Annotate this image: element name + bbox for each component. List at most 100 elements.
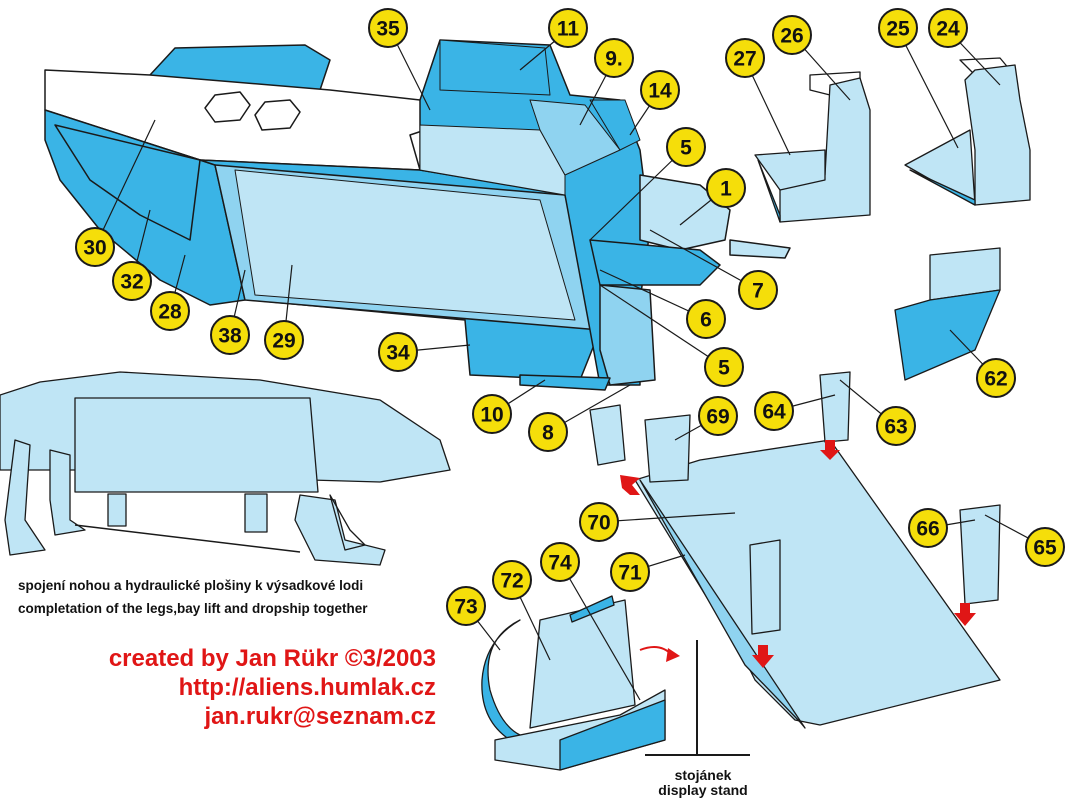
callout-number: 70: [587, 512, 610, 535]
callout-number: 1: [720, 178, 732, 201]
callout-circle: [772, 15, 812, 55]
callout-circle: [112, 261, 152, 301]
callout-circle: [540, 542, 580, 582]
callout-circle: [75, 227, 115, 267]
callout-9: 9.: [594, 38, 634, 78]
callout-62: 62: [976, 358, 1016, 398]
callout-circle: [908, 508, 948, 548]
dropship-hull: [44, 39, 791, 391]
callout-circle: [378, 332, 418, 372]
callout-72: 72: [492, 560, 532, 600]
callout-27: 27: [725, 38, 765, 78]
callout-number: 29: [272, 330, 295, 353]
callout-circle: [725, 38, 765, 78]
callout-number: 64: [762, 401, 786, 424]
callout-29: 29: [264, 320, 304, 360]
callout-number: 34: [386, 342, 410, 365]
callout-circle: [976, 358, 1016, 398]
callout-number: 66: [916, 518, 939, 541]
part-62: [894, 247, 1001, 381]
callout-30: 30: [75, 227, 115, 267]
callout-number: 11: [557, 18, 580, 41]
parts-26-27: [754, 71, 871, 223]
callout-number: 5: [680, 137, 692, 160]
callout-number: 65: [1033, 537, 1057, 560]
callout-number: 10: [480, 404, 503, 427]
callout-circle: [548, 8, 588, 48]
landed-dropship-view: [0, 371, 451, 566]
callout-26: 26: [772, 15, 812, 55]
stand-label: stojánek display stand: [648, 768, 758, 798]
callout-28: 28: [150, 291, 190, 331]
callout-24: 24: [928, 8, 968, 48]
callout-74: 74: [540, 542, 580, 582]
callout-circle: [686, 299, 726, 339]
callout-number: 26: [780, 25, 803, 48]
credit-email: jan.rukr@seznam.cz: [204, 703, 437, 730]
callout-71: 71: [610, 552, 650, 592]
callout-circle: [754, 391, 794, 431]
callout-number: 5: [718, 357, 730, 380]
display-stand-parts: [481, 595, 750, 771]
callout-circle: [876, 406, 916, 446]
callout-70: 70: [579, 502, 619, 542]
callout-66: 66: [908, 508, 948, 548]
callout-73: 73: [446, 586, 486, 626]
callout-number: 74: [548, 552, 572, 575]
callout-25: 25: [878, 8, 918, 48]
callout-1: 1: [706, 168, 746, 208]
caption-english: completation of the legs,bay lift and dr…: [18, 601, 368, 616]
callout-7: 7: [738, 270, 778, 310]
callout-circle: [579, 502, 619, 542]
caption-czech: spojení nohou a hydraulické plošiny k vý…: [18, 578, 364, 593]
callout-5: 5: [704, 347, 744, 387]
callout-number: 35: [376, 18, 400, 41]
callout-circle: [610, 552, 650, 592]
callout-circle: [704, 347, 744, 387]
callout-10: 10: [472, 394, 512, 434]
parts-24-25: [904, 57, 1031, 206]
callout-38: 38: [210, 315, 250, 355]
callout-circle: [698, 396, 738, 436]
callout-circle: [928, 8, 968, 48]
callout-circle: [446, 586, 486, 626]
callout-number: 69: [706, 406, 729, 429]
callout-number: 8: [542, 422, 554, 445]
callout-number: 24: [936, 18, 960, 41]
callout-circle: [878, 8, 918, 48]
callout-number: 71: [618, 562, 642, 585]
callout-number: 30: [83, 237, 106, 260]
callout-circle: [706, 168, 746, 208]
callout-number: 72: [500, 570, 523, 593]
callout-35: 35: [368, 8, 408, 48]
callout-number: 73: [454, 596, 477, 619]
callout-circle: [264, 320, 304, 360]
callout-number: 32: [120, 271, 143, 294]
callout-34: 34: [378, 332, 418, 372]
callout-8: 8: [528, 412, 568, 452]
callout-circle: [1025, 527, 1065, 567]
callout-number: 63: [884, 416, 907, 439]
callout-64: 64: [754, 391, 794, 431]
callout-32: 32: [112, 261, 152, 301]
callout-number: 38: [218, 325, 242, 348]
assembly-arrows: [620, 440, 976, 668]
callout-number: 62: [984, 368, 1007, 391]
callout-circle: [210, 315, 250, 355]
stand-label-czech: stojánek: [674, 767, 732, 783]
callout-circle: [640, 70, 680, 110]
callout-5: 5: [666, 127, 706, 167]
callout-circle: [150, 291, 190, 331]
credit-website: http://aliens.humlak.cz: [178, 674, 436, 701]
callout-circle: [472, 394, 512, 434]
callout-11: 11: [548, 8, 588, 48]
callout-number: 9.: [605, 48, 623, 71]
stand-label-english: display stand: [658, 782, 748, 798]
callout-number: 7: [752, 280, 764, 303]
callout-number: 25: [886, 18, 910, 41]
callout-6: 6: [686, 299, 726, 339]
callout-circle: [738, 270, 778, 310]
callout-circle: [492, 560, 532, 600]
